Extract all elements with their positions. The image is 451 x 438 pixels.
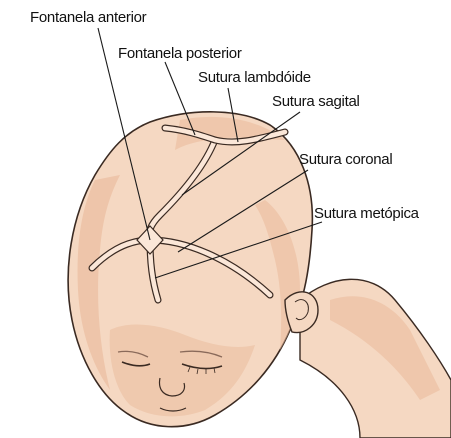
label-sutura-sagital: Sutura sagital — [272, 93, 360, 110]
label-sutura-metopica: Sutura metópica — [314, 205, 420, 222]
label-fontanela-anterior: Fontanela anterior — [30, 9, 147, 26]
label-sutura-coronal: Sutura coronal — [299, 151, 392, 168]
label-sutura-lambdoide: Sutura lambdóide — [198, 69, 311, 86]
label-fontanela-posterior: Fontanela posterior — [118, 45, 242, 62]
